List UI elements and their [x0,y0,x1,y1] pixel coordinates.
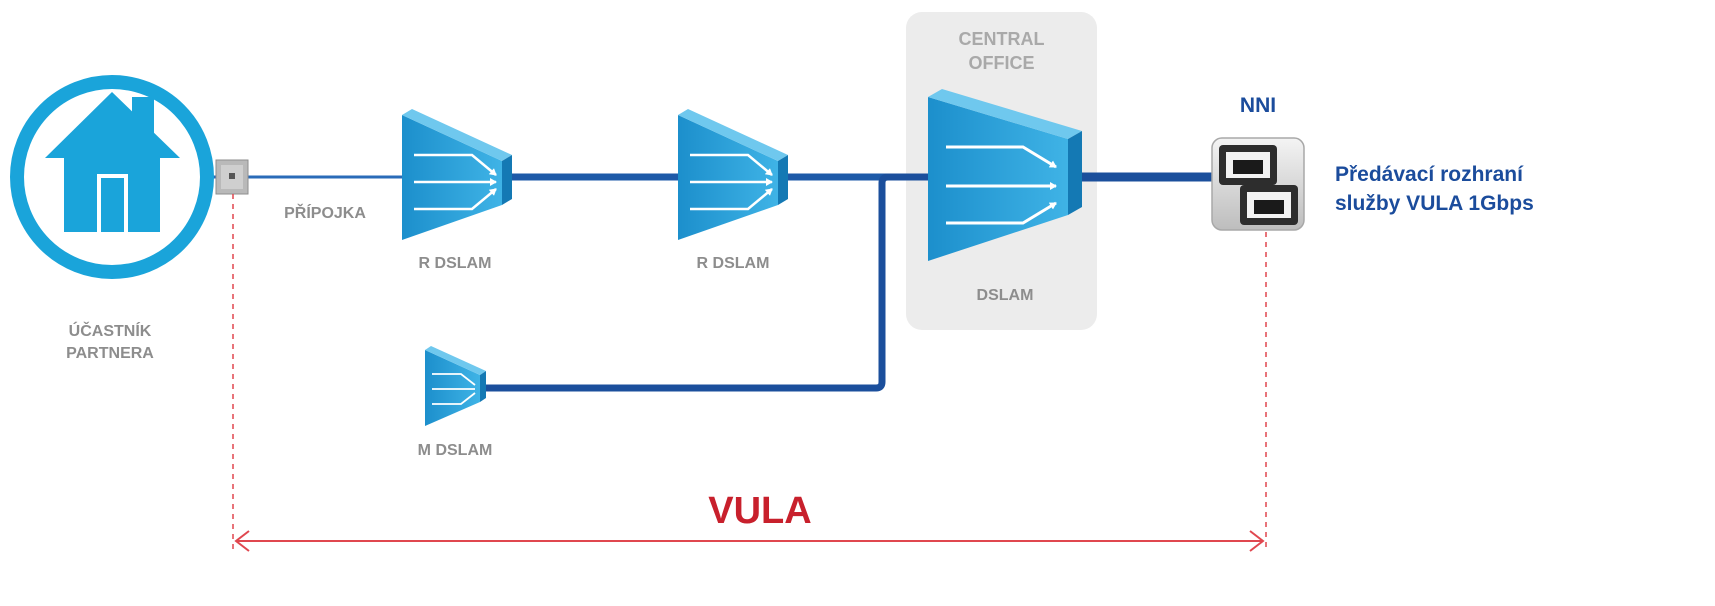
vula-boundary-lines [232,194,1267,552]
ethernet-ports-icon [1211,137,1305,231]
m-dslam-icon [425,346,486,426]
central-dslam-icon [928,89,1082,261]
nni-description-line2: služby VULA 1Gbps [1335,192,1534,215]
nni-description-line1: Předávací rozhraní [1335,163,1523,186]
subscriber-label-line2: PARTNERA [66,345,154,362]
r-dslam-1-label: R DSLAM [418,255,492,272]
connection-label: PŘÍPOJKA [284,205,366,222]
connection-lines [158,172,1217,392]
m-dslam-label: M DSLAM [417,442,493,459]
r-dslam-1-icon [402,109,512,240]
vula-label: VULA [708,490,812,532]
subscriber-label-line1: ÚČASTNÍK [68,323,152,340]
central-office-title-line1: CENTRAL [958,29,1045,49]
central-dslam-label: DSLAM [976,287,1034,304]
r-dslam-2-icon [678,109,788,240]
wall-socket-icon [215,159,249,195]
r-dslam-2-label: R DSLAM [696,255,770,272]
house-icon [10,75,214,279]
subscriber-label: ÚČASTNÍK PARTNERA [50,321,170,365]
central-office-title-line2: OFFICE [968,53,1035,73]
nni-description: Předávací rozhraní služby VULA 1Gbps [1335,160,1534,218]
nni-label: NNI [1239,94,1277,117]
central-office-title: CENTRAL OFFICE [930,27,1073,75]
vula-span-arrow [234,530,1265,552]
